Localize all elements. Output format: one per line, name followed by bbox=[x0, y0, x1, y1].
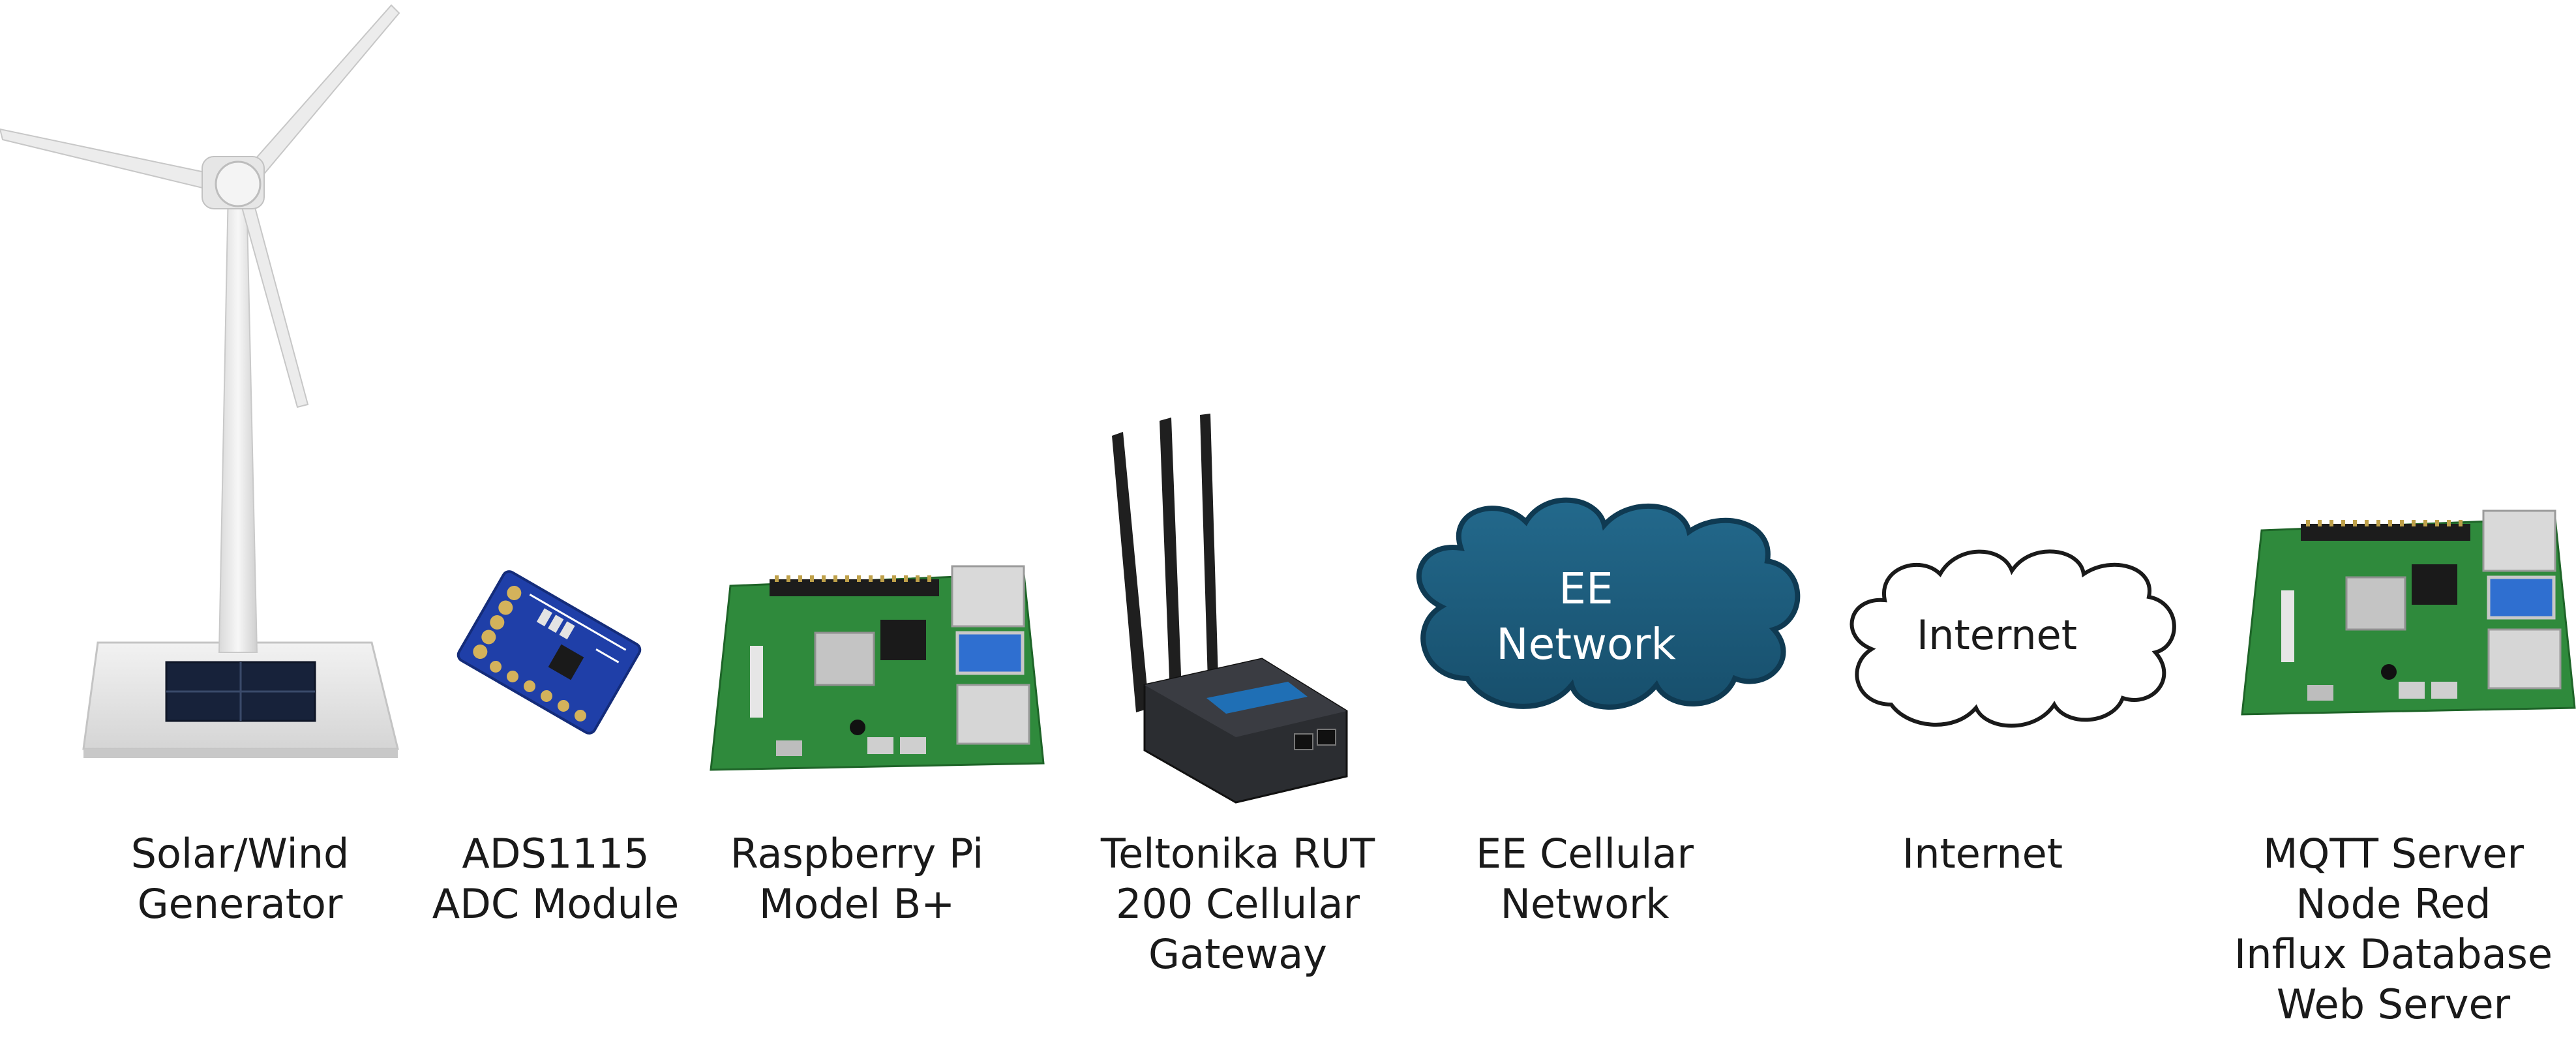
caption-line: Internet bbox=[1902, 830, 2063, 877]
caption-line: Network bbox=[1500, 880, 1670, 928]
antenna-icon bbox=[1112, 414, 1218, 712]
caption-line: Influx Database bbox=[2234, 930, 2553, 978]
caption-line: ADC Module bbox=[432, 880, 680, 928]
caption-line: 200 Cellular bbox=[1116, 880, 1360, 928]
raspberry-pi-icon bbox=[710, 565, 1045, 771]
cellular-router-icon bbox=[1112, 414, 1348, 804]
server-caption: MQTT Server Node Red Influx Database Web… bbox=[2211, 828, 2576, 1029]
caption-line: Raspberry Pi bbox=[730, 830, 984, 877]
caption-line: Model B+ bbox=[758, 880, 955, 928]
adc-caption: ADS1115 ADC Module bbox=[373, 828, 738, 929]
caption-line: EE Cellular bbox=[1476, 830, 1694, 877]
caption-line: Teltonika RUT bbox=[1100, 830, 1375, 877]
adc-module-icon bbox=[457, 570, 642, 735]
caption-line: MQTT Server bbox=[2263, 830, 2524, 877]
ee-cloud-line-2: Network bbox=[1496, 619, 1676, 669]
internet-caption: Internet bbox=[1800, 828, 2165, 879]
generator-caption: Solar/Wind Generator bbox=[57, 828, 423, 929]
ee-network-caption: EE Cellular Network bbox=[1402, 828, 1767, 929]
internet-cloud-label: Internet bbox=[1917, 611, 2077, 659]
cloud-icon: Internet bbox=[1850, 549, 2176, 728]
caption-line: Node Red bbox=[2296, 880, 2491, 928]
ee-cloud-line-1: EE bbox=[1559, 564, 1613, 614]
gateway-caption: Teltonika RUT 200 Cellular Gateway bbox=[1055, 828, 1420, 979]
caption-line: ADS1115 bbox=[462, 830, 650, 877]
solar-panel-icon bbox=[165, 661, 316, 722]
caption-line: Gateway bbox=[1148, 930, 1327, 978]
caption-line: Generator bbox=[137, 880, 343, 928]
caption-line: Web Server bbox=[2276, 980, 2511, 1028]
cloud-icon: EE Network bbox=[1416, 497, 1801, 710]
raspberry-pi-caption: Raspberry Pi Model B+ bbox=[674, 828, 1040, 929]
wind-turbine-icon bbox=[0, 4, 400, 758]
raspberry-pi-icon bbox=[2241, 509, 2576, 716]
caption-line: Solar/Wind bbox=[130, 830, 350, 877]
